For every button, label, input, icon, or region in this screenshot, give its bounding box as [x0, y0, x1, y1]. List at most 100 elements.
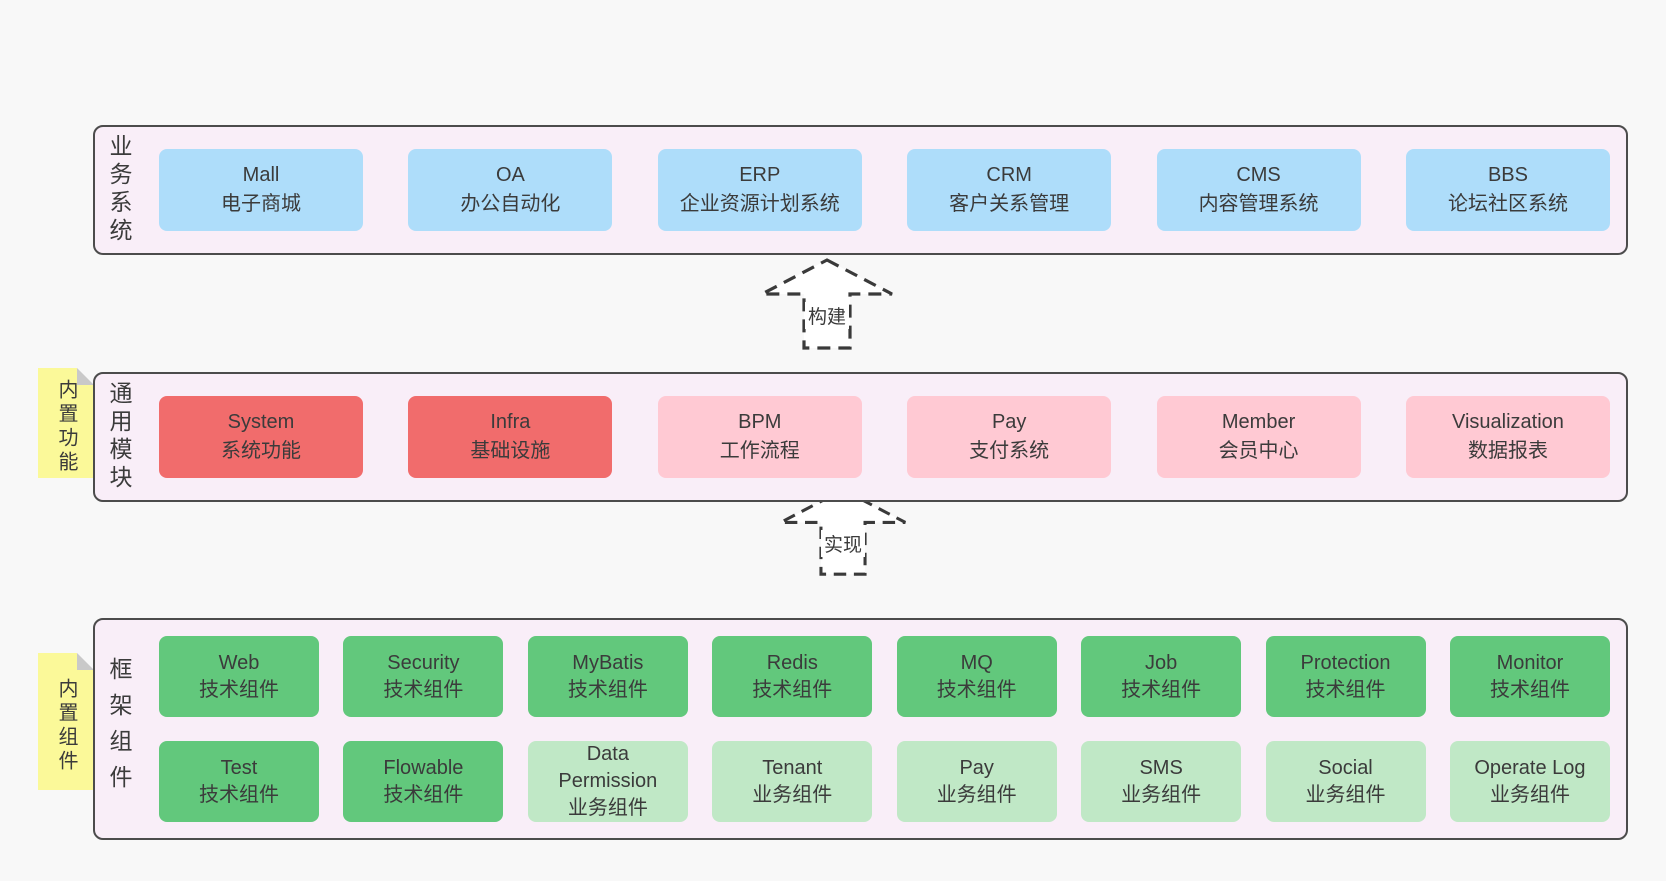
components-box-row-2: Test 技术组件 Flowable 技术组件 Data Permission …: [141, 741, 1626, 822]
box-social: Social 业务组件: [1265, 741, 1426, 822]
business-box-row: Mall 电子商城 OA 办公自动化 ERP 企业资源计划系统 CRM 客户关系…: [141, 149, 1626, 231]
layer-label-business: 业务系统: [106, 134, 132, 246]
box-subtitle: 企业资源计划系统: [679, 193, 840, 215]
box-subtitle: 业务组件: [1121, 783, 1202, 806]
box-mybatis: MyBatis 技术组件: [527, 636, 688, 717]
box-infra: Infra 基础设施: [408, 396, 613, 478]
box-bbs: BBS 论坛社区系统: [1405, 149, 1610, 231]
panel-framework-components: 框架组件 Web 技术组件 Security 技术组件 MyBatis 技术组件…: [93, 618, 1628, 840]
box-subtitle: 客户关系管理: [949, 193, 1070, 215]
box-title: System: [227, 411, 295, 433]
box-visualization: Visualization 数据报表: [1405, 396, 1610, 478]
box-subtitle: 业务组件: [936, 783, 1017, 806]
arrow-build: 构建: [757, 256, 897, 352]
box-title: SMS: [1139, 756, 1183, 779]
box-title: Pay: [991, 411, 1027, 433]
box-title: MyBatis: [572, 651, 644, 674]
box-sms: SMS 业务组件: [1081, 741, 1242, 822]
box-title: Test: [220, 756, 258, 779]
box-title: Social: [1318, 756, 1373, 779]
box-monitor: Monitor 技术组件: [1449, 636, 1610, 717]
arrow-implement: 实现: [773, 486, 913, 578]
box-subtitle: 技术组件: [752, 678, 833, 701]
box-web: Web 技术组件: [159, 636, 319, 717]
box-title: BPM: [738, 411, 782, 433]
box-subtitle: 电子商城: [221, 193, 301, 215]
box-title: Data Permission: [558, 743, 658, 792]
box-title: Infra: [490, 411, 531, 433]
box-subtitle: 数据报表: [1467, 440, 1548, 462]
panel-business-systems: 业务系统 Mall 电子商城 OA 办公自动化 ERP 企业资源计划系统 CRM…: [93, 125, 1628, 255]
components-rows: Web 技术组件 Security 技术组件 MyBatis 技术组件 Redi…: [141, 636, 1626, 822]
box-subtitle: 技术组件: [1305, 678, 1386, 701]
box-test: Test 技术组件: [159, 741, 319, 822]
box-title: Mall: [242, 164, 280, 186]
box-title: Pay: [959, 756, 994, 779]
box-erp: ERP 企业资源计划系统: [657, 149, 862, 231]
arrow-build-label: 构建: [804, 302, 850, 330]
box-subtitle: 内容管理系统: [1198, 193, 1319, 215]
box-subtitle: 业务组件: [752, 783, 833, 806]
box-subtitle: 会员中心: [1218, 440, 1299, 462]
box-redis: Redis 技术组件: [712, 636, 873, 717]
box-title: MQ: [960, 651, 993, 674]
box-subtitle: 业务组件: [1489, 783, 1570, 806]
box-subtitle: 技术组件: [383, 783, 464, 806]
sticky-note-builtin-features-label: 内置功能: [55, 379, 77, 475]
box-subtitle: 支付系统: [969, 440, 1050, 462]
box-member: Member 会员中心: [1156, 396, 1361, 478]
box-title: Protection: [1300, 651, 1391, 674]
box-bpm: BPM 工作流程: [657, 396, 862, 478]
box-title: Web: [218, 651, 260, 674]
panel-common-modules: 通用模块 System 系统功能 Infra 基础设施 BPM 工作流程 Pay…: [93, 372, 1628, 502]
box-data-permission: Data Permission 业务组件: [527, 741, 688, 822]
modules-box-row: System 系统功能 Infra 基础设施 BPM 工作流程 Pay 支付系统…: [141, 396, 1626, 478]
box-title: CRM: [986, 164, 1032, 186]
box-title: Job: [1144, 651, 1178, 674]
sticky-note-builtin-features: 内置功能: [38, 368, 94, 478]
box-subtitle: 技术组件: [383, 678, 464, 701]
box-subtitle: 业务组件: [1305, 783, 1386, 806]
box-cms: CMS 内容管理系统: [1156, 149, 1361, 231]
box-subtitle: 技术组件: [1489, 678, 1570, 701]
box-pay-component: Pay 业务组件: [896, 741, 1057, 822]
box-title: Member: [1221, 411, 1296, 433]
layer-label-components: 框架组件: [106, 657, 132, 801]
box-oa: OA 办公自动化: [408, 149, 613, 231]
box-subtitle: 业务组件: [567, 797, 648, 819]
box-title: Operate Log: [1474, 756, 1586, 779]
box-subtitle: 办公自动化: [460, 193, 561, 215]
box-protection: Protection 技术组件: [1265, 636, 1426, 717]
box-title: Visualization: [1451, 411, 1564, 433]
layer-label-modules: 通用模块: [106, 381, 132, 493]
box-subtitle: 技术组件: [1121, 678, 1202, 701]
box-title: CMS: [1236, 164, 1281, 186]
box-title: Security: [387, 651, 460, 674]
box-title: Redis: [766, 651, 818, 674]
box-subtitle: 基础设施: [470, 440, 551, 462]
box-subtitle: 工作流程: [719, 440, 800, 462]
box-title: BBS: [1487, 164, 1528, 186]
sticky-note-builtin-components: 内置组件: [38, 653, 94, 790]
box-title: ERP: [739, 164, 781, 186]
components-box-row-1: Web 技术组件 Security 技术组件 MyBatis 技术组件 Redi…: [141, 636, 1626, 717]
arrow-implement-label: 实现: [820, 530, 866, 558]
box-tenant: Tenant 业务组件: [712, 741, 873, 822]
box-subtitle: 系统功能: [221, 440, 301, 462]
box-system: System 系统功能: [159, 396, 363, 478]
box-pay-module: Pay 支付系统: [907, 396, 1112, 478]
box-title: Monitor: [1496, 651, 1564, 674]
box-job: Job 技术组件: [1081, 636, 1242, 717]
box-mq: MQ 技术组件: [896, 636, 1057, 717]
box-title: Tenant: [762, 756, 823, 779]
box-title: OA: [495, 164, 525, 186]
box-subtitle: 技术组件: [199, 678, 279, 701]
box-operate-log: Operate Log 业务组件: [1449, 741, 1610, 822]
box-crm: CRM 客户关系管理: [907, 149, 1112, 231]
box-security: Security 技术组件: [343, 636, 504, 717]
box-subtitle: 技术组件: [936, 678, 1017, 701]
sticky-note-builtin-components-label: 内置组件: [55, 677, 77, 774]
box-title: Flowable: [383, 756, 464, 779]
box-subtitle: 论坛社区系统: [1447, 193, 1568, 215]
